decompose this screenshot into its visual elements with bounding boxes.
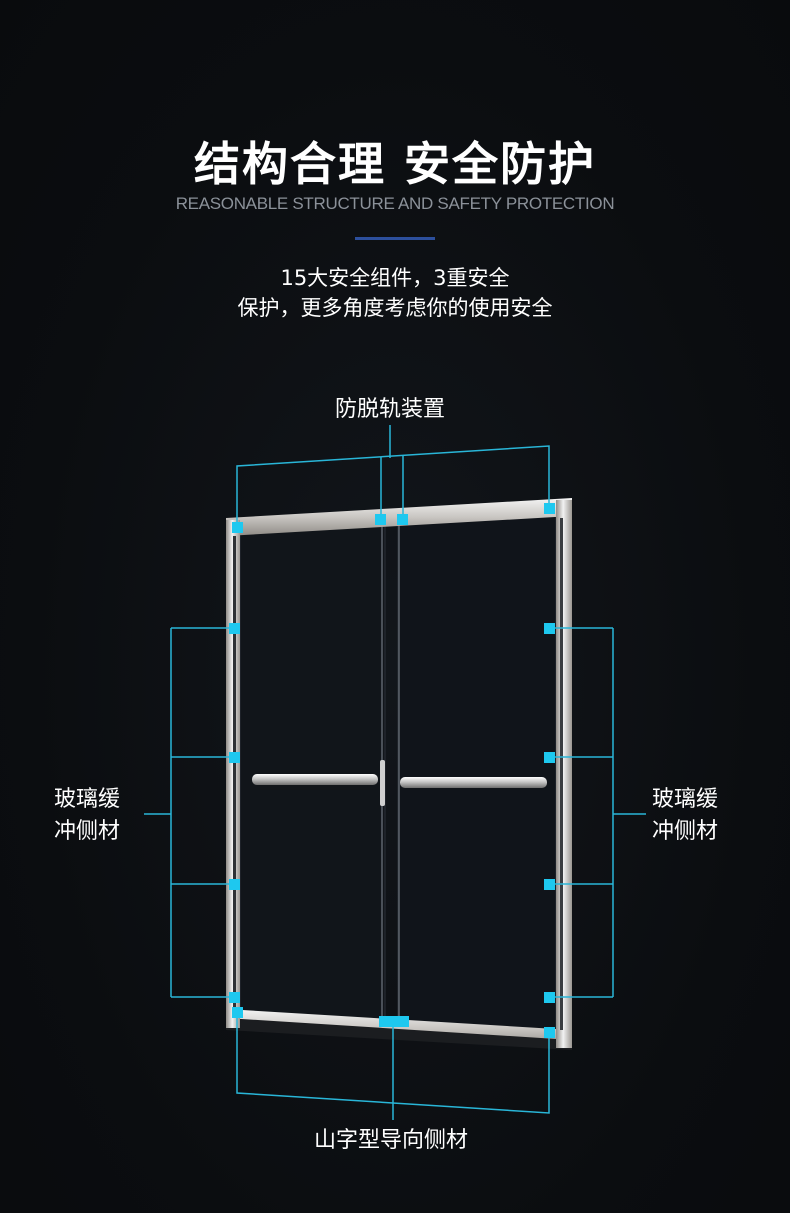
marker-right-4 bbox=[544, 992, 555, 1003]
marker-left-2 bbox=[229, 752, 240, 763]
left-handle-mount bbox=[380, 760, 385, 806]
marker-right-3 bbox=[544, 879, 555, 890]
callout-lines bbox=[144, 425, 646, 1120]
callout-left-line-1: 玻璃缓 bbox=[54, 787, 121, 812]
marker-right-2 bbox=[544, 752, 555, 763]
glass-panel-left bbox=[239, 522, 386, 1021]
marker-left-1 bbox=[229, 623, 240, 634]
description-line-2: 保护，更多角度考虑你的使用安全 bbox=[237, 296, 553, 320]
callout-left-buffer: 玻璃缓 冲侧材 bbox=[54, 784, 144, 848]
callout-left-line-2: 冲侧材 bbox=[54, 819, 121, 844]
marker-right-1 bbox=[544, 623, 555, 634]
right-side-inner-line bbox=[560, 518, 563, 1030]
marker-left-3 bbox=[229, 879, 240, 890]
marker-group bbox=[229, 503, 555, 1038]
left-handle-bar bbox=[252, 774, 378, 785]
marker-top-mid-2 bbox=[397, 514, 408, 525]
marker-top-right bbox=[544, 503, 555, 514]
marker-top-mid-1 bbox=[375, 514, 386, 525]
callout-anti-derail: 防脱轨装置 bbox=[334, 397, 445, 422]
page-subtitle: REASONABLE STRUCTURE AND SAFETY PROTECTI… bbox=[175, 194, 615, 213]
callout-right-line-1: 玻璃缓 bbox=[652, 787, 719, 812]
marker-bottom-mid bbox=[379, 1016, 409, 1027]
glass-panel-right bbox=[397, 511, 557, 1031]
callout-right-buffer: 玻璃缓 冲侧材 bbox=[652, 784, 742, 848]
callout-right-line-2: 冲侧材 bbox=[652, 819, 719, 844]
title-divider bbox=[355, 237, 435, 240]
right-handle-bar bbox=[400, 777, 547, 788]
description-line-1: 15大安全组件，3重安全 bbox=[280, 266, 510, 290]
bottom-rail-shadow bbox=[226, 1018, 572, 1050]
left-side-inner-line bbox=[233, 536, 236, 1012]
marker-top-left bbox=[232, 522, 243, 533]
callout-guide-profile: 山字型导向侧材 bbox=[313, 1128, 468, 1153]
marker-bottom-right bbox=[544, 1027, 555, 1038]
page-title: 结构合理 安全防护 bbox=[193, 137, 596, 191]
marker-left-4 bbox=[229, 992, 240, 1003]
right-side-profile bbox=[556, 500, 572, 1048]
marker-bottom-left bbox=[232, 1007, 243, 1018]
